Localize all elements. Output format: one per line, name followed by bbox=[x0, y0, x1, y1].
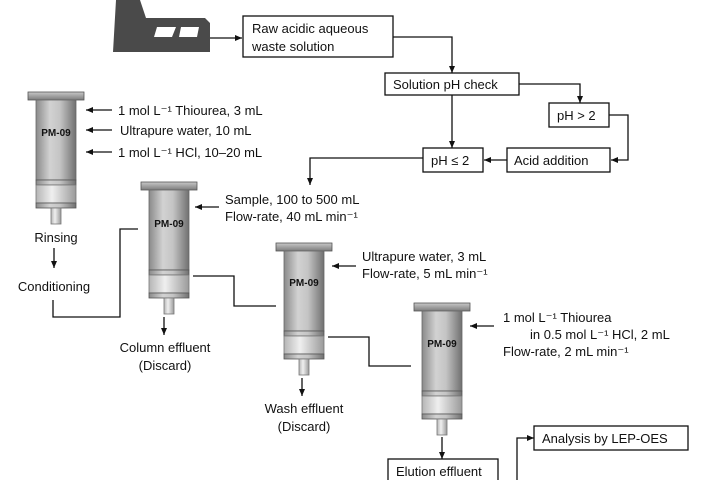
arrow-high-to-acid bbox=[609, 114, 629, 163]
acid-addition-label: Acid addition bbox=[514, 153, 588, 168]
column-label: PM-09 bbox=[41, 128, 71, 139]
arrow-check-to-high bbox=[519, 83, 583, 103]
raw-waste-line1: Raw acidic aqueous bbox=[252, 21, 369, 36]
reagent-elution-hcl: in 0.5 mol L⁻¹ HCl, 2 mL bbox=[530, 327, 670, 342]
elution-effluent-box: Elution effluent bbox=[387, 458, 499, 480]
column-elution: PM-09 bbox=[413, 302, 471, 436]
raw-waste-line2: waste solution bbox=[251, 39, 334, 54]
column-effluent-discard: (Discard) bbox=[139, 358, 192, 373]
column-label: PM-09 bbox=[154, 219, 184, 230]
factory-icon bbox=[113, 0, 210, 52]
wash-effluent-discard: (Discard) bbox=[278, 419, 331, 434]
elution-effluent-label: Elution effluent bbox=[396, 464, 482, 479]
arrow-raw-to-check bbox=[393, 36, 455, 73]
column-label: PM-09 bbox=[427, 339, 457, 350]
ph-low-label: pH ≤ 2 bbox=[431, 153, 469, 168]
connector-1-to-2 bbox=[52, 228, 138, 318]
raw-waste-box: Raw acidic aqueous waste solution bbox=[242, 15, 394, 58]
column-washing: PM-09 bbox=[275, 242, 333, 376]
connector-3-to-4 bbox=[328, 336, 411, 367]
ph-check-label: Solution pH check bbox=[393, 77, 498, 92]
analysis-box: Analysis by LEP-OES bbox=[533, 425, 689, 451]
arrow-low-to-sample bbox=[307, 157, 423, 185]
reagent-water: Ultrapure water, 10 mL bbox=[120, 123, 252, 138]
column-loading: PM-09 bbox=[140, 181, 198, 315]
column-conditioning: PM-09 bbox=[27, 91, 85, 225]
wash-effluent-label: Wash effluent bbox=[265, 401, 344, 416]
ph-low-box: pH ≤ 2 bbox=[422, 147, 484, 173]
reagent-elution-flow: Flow-rate, 2 mL min⁻¹ bbox=[503, 344, 629, 359]
arrow-to-analysis bbox=[516, 435, 534, 480]
ph-high-label: pH > 2 bbox=[557, 108, 596, 123]
reagent-sample-flow: Flow-rate, 40 mL min⁻¹ bbox=[225, 209, 358, 224]
ph-check-box: Solution pH check bbox=[384, 72, 520, 96]
reagent-elution-thiourea: 1 mol L⁻¹ Thiourea bbox=[503, 310, 612, 325]
column-effluent-label: Column effluent bbox=[120, 340, 211, 355]
reagent-wash-water: Ultrapure water, 3 mL bbox=[362, 249, 486, 264]
column-label: PM-09 bbox=[289, 278, 319, 289]
reagent-wash-flow: Flow-rate, 5 mL min⁻¹ bbox=[362, 266, 488, 281]
connector-2-to-3 bbox=[193, 275, 276, 307]
reagent-thiourea: 1 mol L⁻¹ Thiourea, 3 mL bbox=[118, 103, 263, 118]
reagent-hcl: 1 mol L⁻¹ HCl, 10–20 mL bbox=[118, 145, 262, 160]
step-conditioning: Conditioning bbox=[18, 279, 90, 294]
acid-addition-box: Acid addition bbox=[506, 147, 611, 173]
step-rinsing: Rinsing bbox=[34, 230, 77, 245]
reagent-sample: Sample, 100 to 500 mL bbox=[225, 192, 359, 207]
analysis-label: Analysis by LEP-OES bbox=[542, 431, 668, 446]
ph-high-box: pH > 2 bbox=[548, 102, 610, 128]
